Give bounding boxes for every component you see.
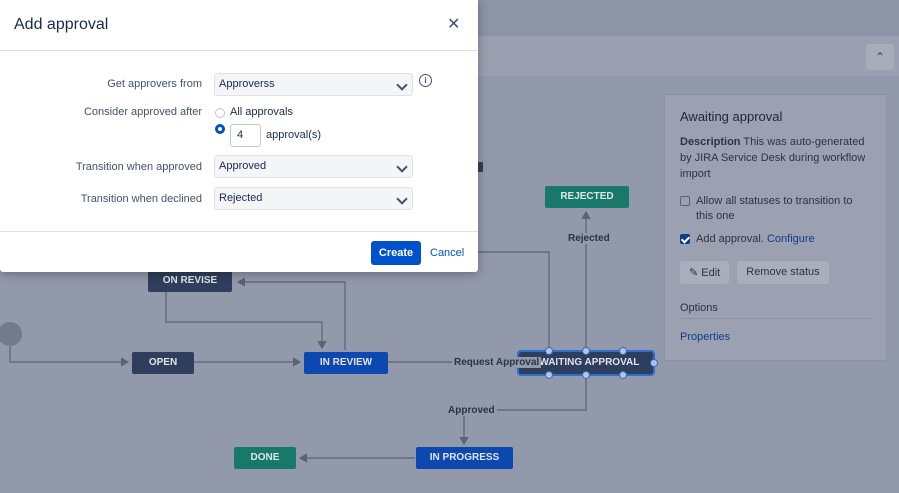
dialog-footer xyxy=(0,231,478,232)
radio-approval-count[interactable] xyxy=(215,124,225,134)
transition-label-approved[interactable]: Approved xyxy=(446,405,497,416)
status-open[interactable]: OPEN xyxy=(132,352,194,374)
dialog-header: Add approval ✕ xyxy=(0,0,478,51)
connector-handle[interactable] xyxy=(582,371,590,379)
connector-handle[interactable] xyxy=(650,359,658,367)
transition-approved-label: Transition when approved xyxy=(75,161,202,173)
allow-all-checkbox[interactable] xyxy=(680,196,690,206)
status-rejected[interactable]: REJECTED xyxy=(545,186,629,208)
chevron-down-icon xyxy=(396,161,408,173)
transition-declined-select[interactable]: Rejected xyxy=(214,187,413,210)
status-properties-panel: Awaiting approval Description This was a… xyxy=(664,94,887,361)
transition-label-rejected[interactable]: Rejected xyxy=(566,233,612,244)
chevron-down-icon xyxy=(396,193,408,205)
connector-handle[interactable] xyxy=(582,347,590,355)
close-icon[interactable]: ✕ xyxy=(447,16,461,33)
add-approval-row[interactable]: Add approval. Configure xyxy=(680,232,871,247)
cancel-button[interactable]: Cancel xyxy=(430,247,465,259)
chevron-up-icon: ⌃ xyxy=(874,50,886,64)
add-approval-checkbox[interactable] xyxy=(680,234,690,244)
approvers-label: Get approvers from xyxy=(107,78,202,90)
all-approvals-label: All approvals xyxy=(230,106,293,118)
dialog-title: Add approval xyxy=(14,16,109,33)
chevron-down-icon xyxy=(396,79,408,91)
divider xyxy=(680,318,871,319)
allow-all-statuses-row[interactable]: Allow all statuses to transition to this… xyxy=(680,194,871,224)
radio-all-approvals[interactable] xyxy=(215,108,225,118)
connector-handle[interactable] xyxy=(619,347,627,355)
connector-handle[interactable] xyxy=(545,371,553,379)
status-on-revise[interactable]: ON REVISE xyxy=(148,270,232,292)
configure-link[interactable]: Configure xyxy=(766,233,815,245)
status-awaiting-approval[interactable]: AWAITING APPROVAL xyxy=(517,350,655,376)
consider-approved-label: Consider approved after xyxy=(83,106,202,118)
approval-count-input[interactable]: 4 xyxy=(230,124,261,147)
connector-handle[interactable] xyxy=(619,371,627,379)
status-in-progress[interactable]: IN PROGRESS xyxy=(416,447,513,469)
transition-declined-label: Transition when declined xyxy=(80,193,202,205)
info-icon[interactable]: i xyxy=(419,74,432,87)
add-approval-dialog: Add approval ✕ Get approvers from Approv… xyxy=(0,0,478,272)
status-in-review[interactable]: IN REVIEW xyxy=(304,352,388,374)
edit-status-button[interactable]: ✎ Edit xyxy=(680,261,730,284)
transition-label-request-approval[interactable]: Request Approval xyxy=(452,357,542,368)
panel-description: Description This was auto-generated by J… xyxy=(680,136,866,180)
status-done[interactable]: DONE xyxy=(234,447,296,469)
transition-approved-select[interactable]: Approved xyxy=(214,155,413,178)
connector-handle[interactable] xyxy=(545,347,553,355)
start-node[interactable] xyxy=(0,322,22,346)
approvers-select[interactable]: Approverss xyxy=(214,73,413,96)
pencil-icon: ✎ xyxy=(689,267,699,279)
properties-link[interactable]: Properties xyxy=(680,331,731,343)
options-heading: Options xyxy=(680,302,718,314)
remove-status-button[interactable]: Remove status xyxy=(737,261,829,284)
panel-title: Awaiting approval xyxy=(680,109,783,124)
collapse-panel-button[interactable]: ⌃ xyxy=(866,44,894,70)
create-button[interactable]: Create xyxy=(371,241,421,265)
approval-count-suffix: approval(s) xyxy=(266,129,322,141)
